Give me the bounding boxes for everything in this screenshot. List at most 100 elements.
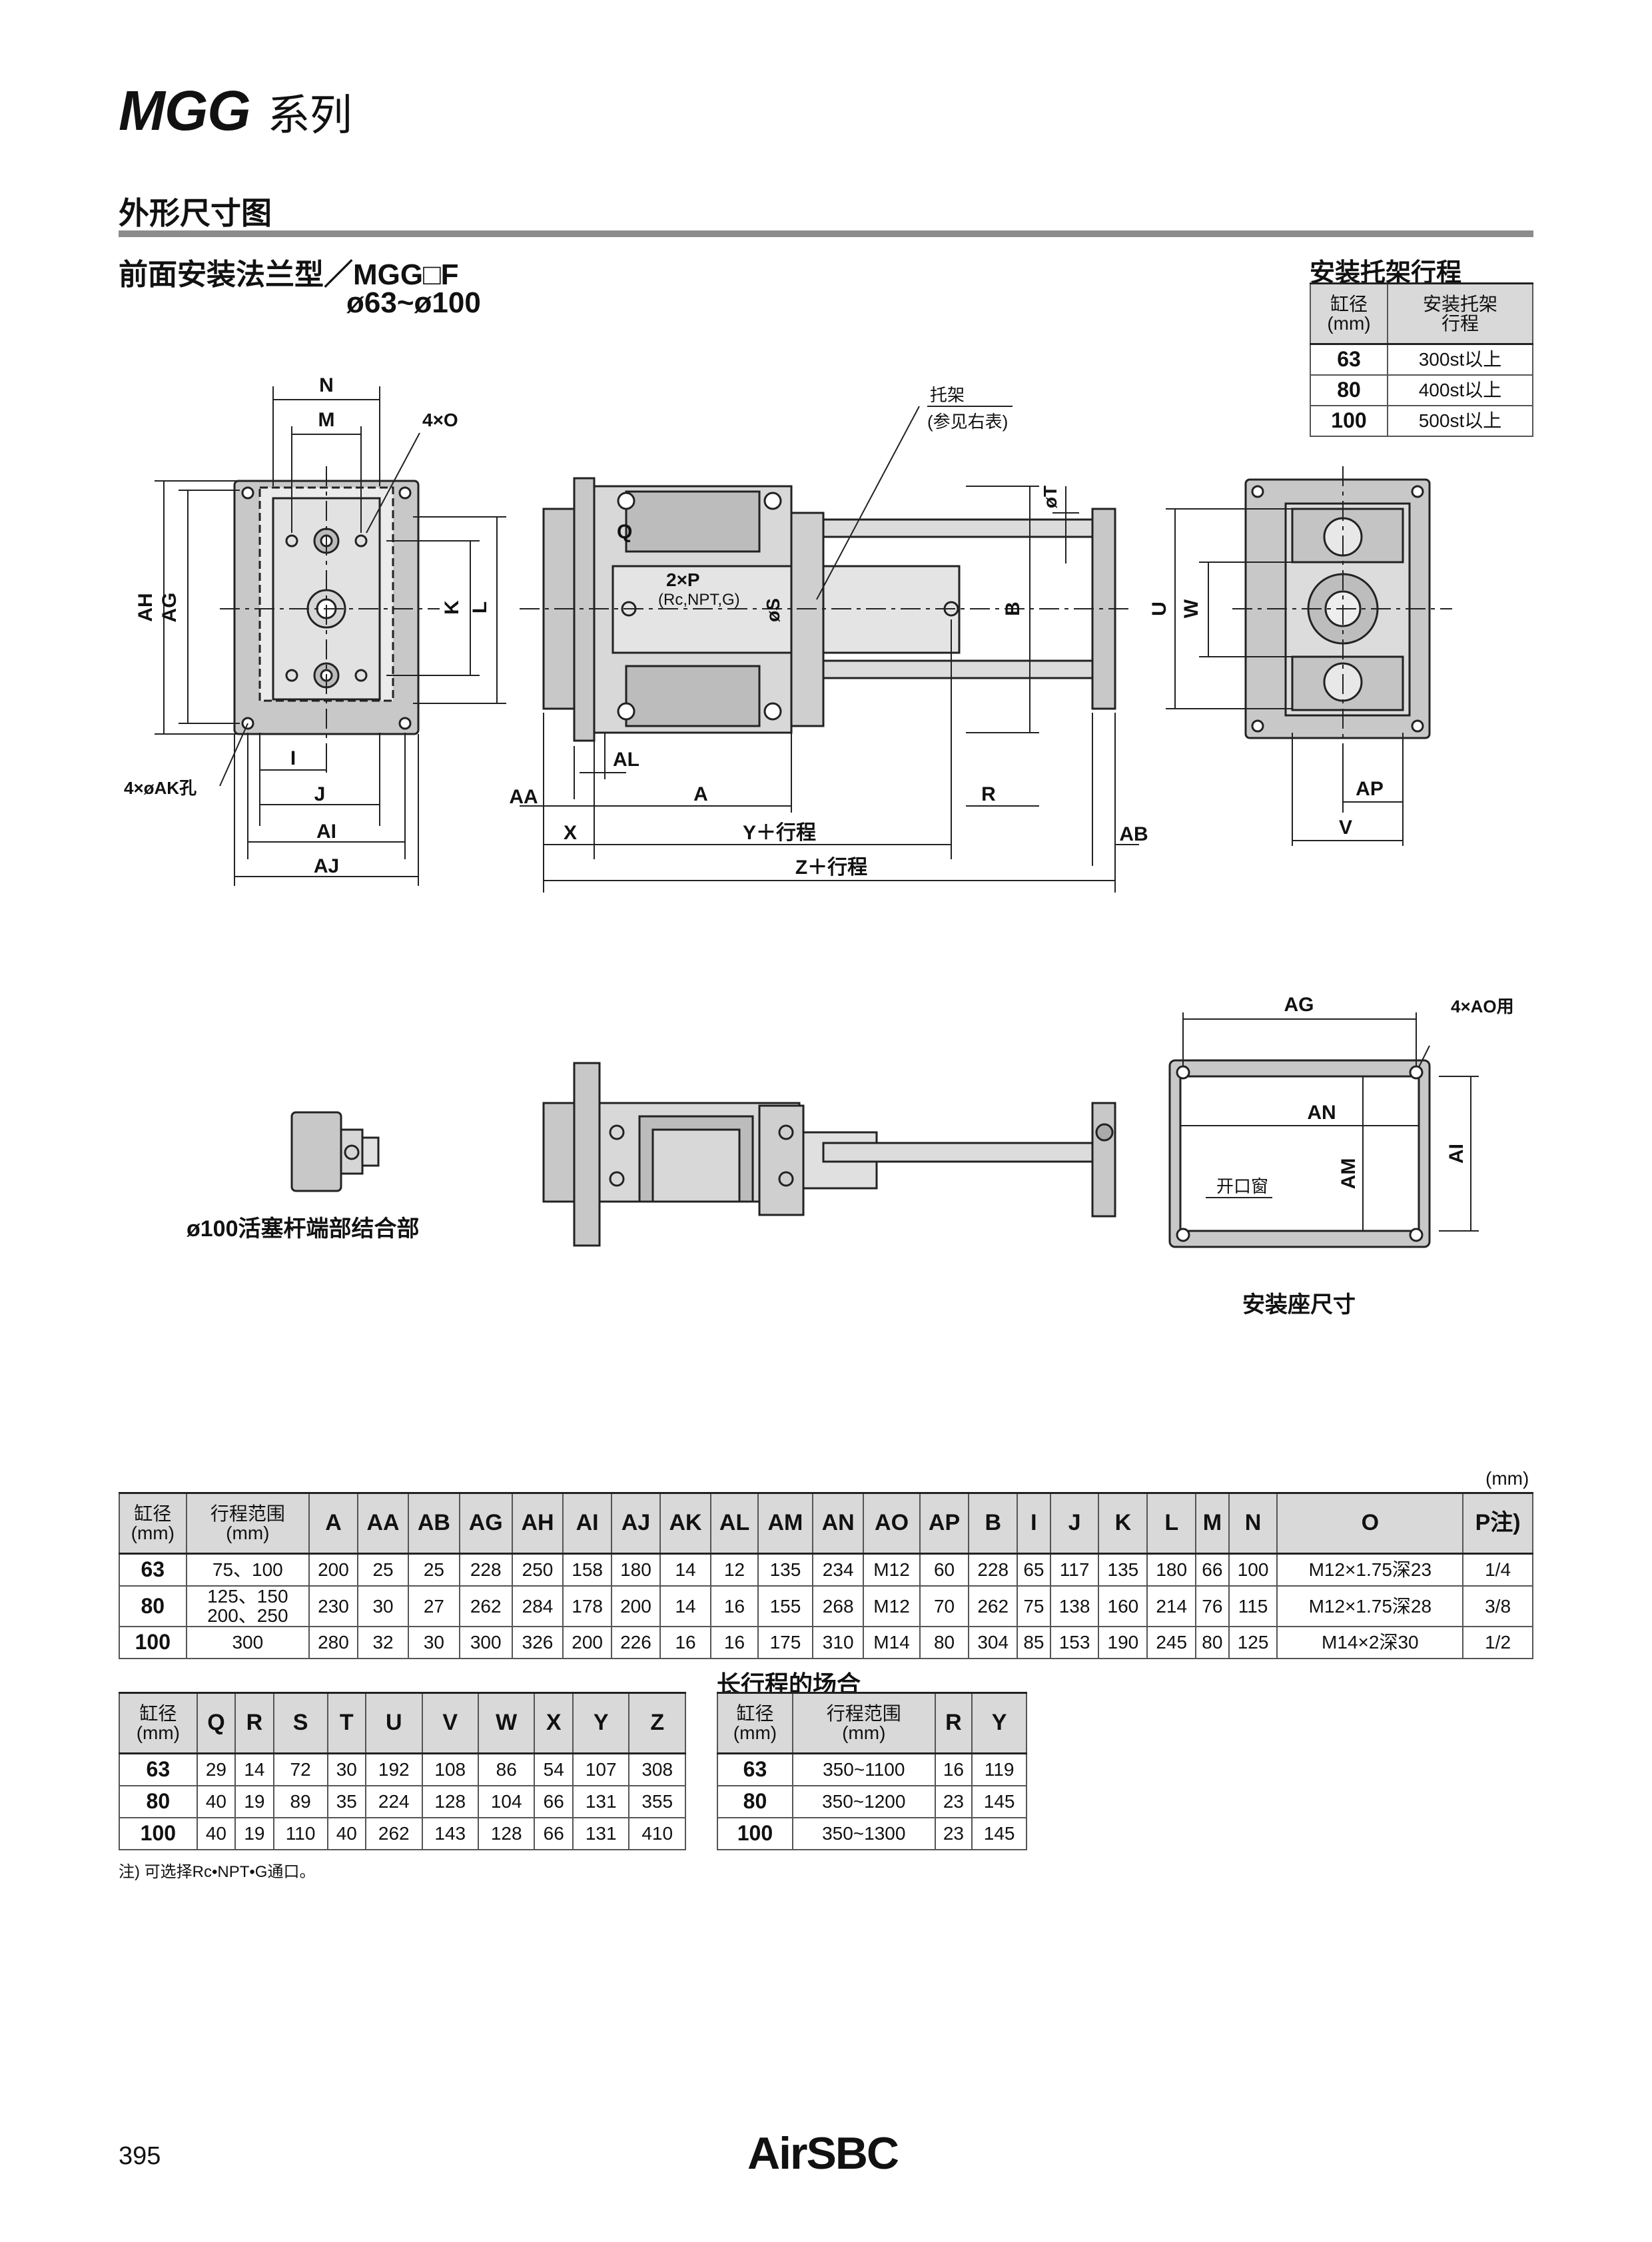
dim-ah: AH [135, 593, 157, 621]
table-cell: 350~1200 [791, 1785, 936, 1818]
table-cell: 155 [757, 1585, 813, 1627]
table-cell: 16 [934, 1752, 973, 1786]
series-suffix: 系列 [267, 91, 352, 139]
table-cell: 86 [477, 1752, 536, 1786]
table-cell: 70 [919, 1585, 970, 1627]
table-cell: M12×1.75深28 [1276, 1585, 1464, 1627]
table-cell: 12 [710, 1553, 759, 1587]
dim-ai-seat: AI [1446, 1144, 1467, 1164]
table-cell: 135 [1098, 1553, 1148, 1587]
table-cell: 14 [659, 1585, 712, 1627]
table-cell: 119 [971, 1752, 1027, 1786]
table-header-cell: Q [196, 1692, 236, 1754]
table-cell: 280 [308, 1625, 358, 1659]
table-cell: 178 [562, 1585, 613, 1627]
end-view [1166, 466, 1452, 846]
table-header-cell: 安装托架行程 [1386, 282, 1534, 345]
table-cell: 500st以上 [1386, 405, 1534, 437]
dim-z: Z＋行程 [795, 857, 867, 879]
table-cell: 14 [659, 1553, 712, 1587]
table-header-cell: L [1146, 1492, 1197, 1555]
table-cell: 29 [196, 1752, 236, 1786]
table-cell: 80 [119, 1585, 187, 1627]
table-cell: 115 [1228, 1585, 1278, 1627]
table-header-cell: Z [628, 1692, 686, 1754]
table-cell: 262 [968, 1585, 1019, 1627]
model-type: 前面安装法兰型／MGG□F [119, 258, 459, 291]
table-cell: 175 [757, 1625, 813, 1659]
table-cell: 200 [562, 1625, 613, 1659]
table-cell: 72 [272, 1752, 328, 1786]
table-cell: 30 [326, 1752, 367, 1786]
table-cell: 100 [1228, 1553, 1278, 1587]
table-cell: 54 [534, 1752, 574, 1786]
dim-j: J [314, 783, 326, 805]
table-cell: 304 [968, 1625, 1019, 1659]
table-cell: 224 [365, 1785, 423, 1818]
dim-aj: AJ [314, 855, 339, 877]
table-header-cell: AP [919, 1492, 970, 1555]
table-cell: 19 [234, 1817, 274, 1850]
table-cell: 192 [365, 1752, 423, 1786]
table-header-cell: 缸径(mm) [119, 1492, 187, 1555]
table-cell: 230 [308, 1585, 358, 1627]
table-cell: 145 [971, 1785, 1027, 1818]
table-cell: 80 [717, 1785, 793, 1818]
dim-q: Q [617, 521, 632, 543]
table-cell: 63 [119, 1553, 187, 1587]
dim-r: R [981, 783, 996, 805]
table-cell: 228 [458, 1553, 513, 1587]
page-number: 395 [119, 2142, 161, 2170]
table-header-cell: AB [408, 1492, 460, 1555]
table-header-cell: AJ [611, 1492, 661, 1555]
table-cell: 100 [1310, 405, 1388, 437]
dim-i: I [290, 747, 296, 769]
table-header-cell: X [534, 1692, 574, 1754]
table-cell: 16 [710, 1625, 759, 1659]
table-cell: 180 [611, 1553, 661, 1587]
table-cell: 135 [757, 1553, 813, 1587]
table-header-cell: S [272, 1692, 328, 1754]
section-divider [119, 230, 1533, 237]
table-cell: 143 [421, 1817, 479, 1850]
mount-seat-caption: 安装座尺寸 [1242, 1292, 1356, 1317]
table-cell: 410 [628, 1817, 686, 1850]
dim-a: A [693, 783, 708, 805]
table-cell: 145 [971, 1817, 1027, 1850]
table-cell: 350~1300 [791, 1817, 936, 1850]
table-cell: 104 [477, 1785, 536, 1818]
rod-end-caption: ø100活塞杆端部结合部 [187, 1216, 420, 1242]
table-cell: 107 [572, 1752, 630, 1786]
table-header-cell: 行程范围(mm) [791, 1692, 936, 1754]
table-cell: 30 [408, 1625, 460, 1659]
table-cell: 200 [308, 1553, 358, 1587]
table-cell: 75 [1017, 1585, 1051, 1627]
dim-ap: AP [1356, 778, 1384, 800]
table-header-cell: 行程范围(mm) [185, 1492, 310, 1555]
dim-an: AN [1307, 1102, 1336, 1124]
table-cell: 85 [1017, 1625, 1051, 1659]
table-cell: M14×2深30 [1276, 1625, 1464, 1659]
table-header-cell: AH [511, 1492, 564, 1555]
table-cell: 355 [628, 1785, 686, 1818]
table-cell: 16 [710, 1585, 759, 1627]
brand-logo: AirSBC [747, 2128, 899, 2179]
table-cell: 80 [1195, 1625, 1230, 1659]
table-cell: M12 [863, 1585, 921, 1627]
table-cell: 100 [119, 1625, 187, 1659]
dim-ag-seat: AG [1284, 994, 1314, 1016]
table-cell: 76 [1195, 1585, 1230, 1627]
table-cell: 63 [1310, 343, 1388, 376]
table-cell: 66 [1195, 1553, 1230, 1587]
window-label: 开口窗 [1216, 1176, 1268, 1196]
dim-t: øT [1040, 486, 1060, 508]
